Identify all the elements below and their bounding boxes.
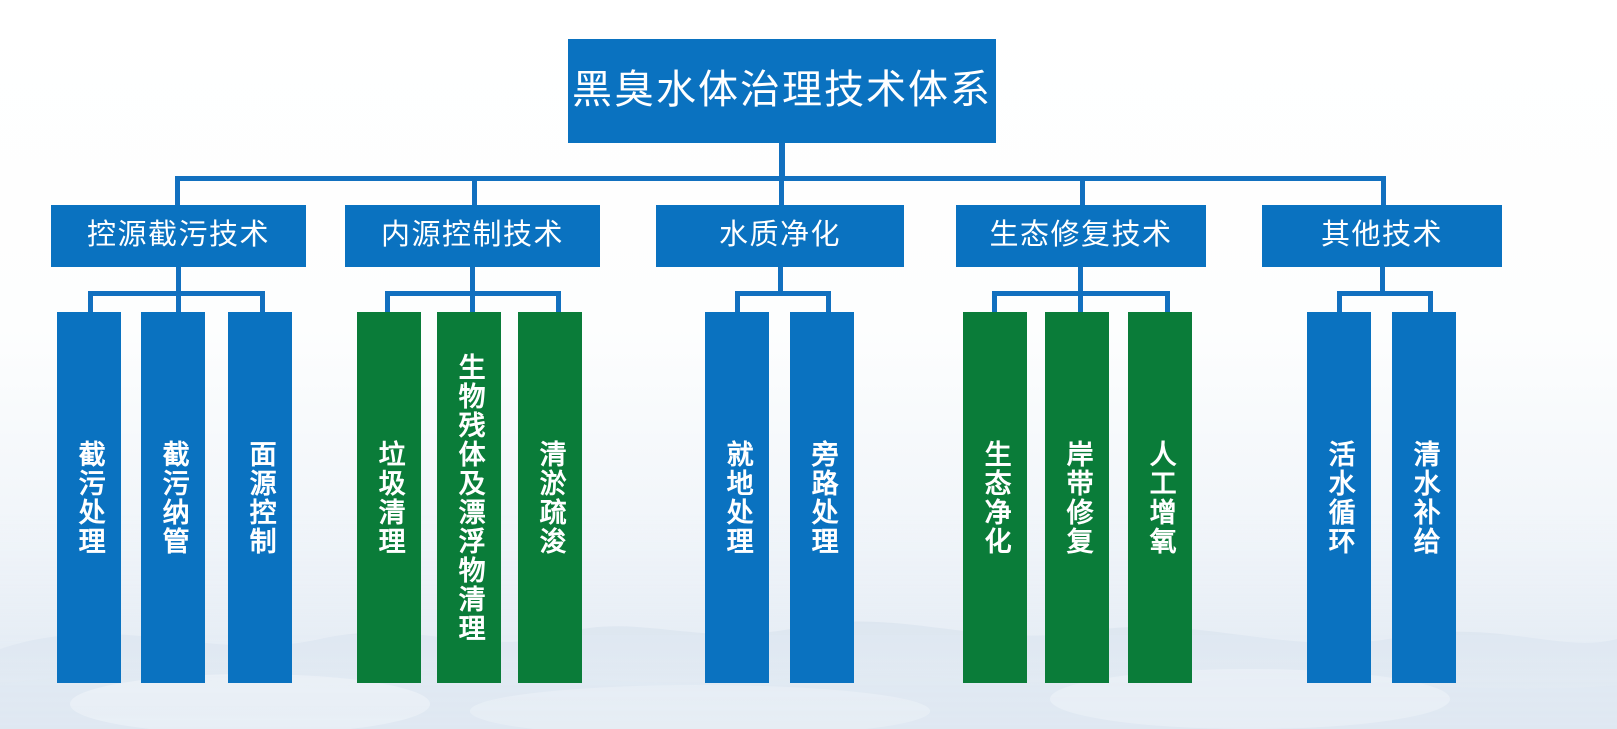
leaf-node-1-1[interactable]: 截污处理 [57,312,121,683]
leaf-node-4-3[interactable]: 人工增氧 [1128,312,1192,683]
category-node-1[interactable]: 控源截污技术 [51,205,306,267]
connector-cat5-leg-1 [1337,291,1342,313]
connector-cat5-leg-2 [1428,291,1433,313]
connector-cat1-leg-3 [260,291,265,313]
connector-cat3-bus [735,291,831,296]
connector-root-stem [779,143,785,179]
connector-cat3-leg-1 [735,291,740,313]
leaf-node-5-1[interactable]: 活水循环 [1307,312,1371,683]
connector-cat1-leg-1 [88,291,93,313]
connector-cat4-leg-3 [1165,291,1170,313]
leaf-node-1-3[interactable]: 面源控制 [228,312,292,683]
connector-drop-4 [1080,176,1085,206]
connector-cat2-stem [470,267,475,295]
connector-cat2-leg-2 [470,291,475,313]
category-node-3[interactable]: 水质净化 [656,205,904,267]
root-node[interactable]: 黑臭水体治理技术体系 [568,39,996,143]
connector-cat1-stem [176,267,181,295]
connector-cat4-stem [1078,267,1083,295]
connector-cat4-leg-1 [992,291,997,313]
connector-drop-3 [779,176,784,206]
connector-cat5-stem [1380,267,1385,295]
category-node-4[interactable]: 生态修复技术 [956,205,1206,267]
category-node-5[interactable]: 其他技术 [1262,205,1502,267]
leaf-node-5-2[interactable]: 清水补给 [1392,312,1456,683]
leaf-node-1-2[interactable]: 截污纳管 [141,312,205,683]
leaf-node-2-1[interactable]: 垃圾清理 [357,312,421,683]
leaf-node-2-2[interactable]: 生物残体及漂浮物清理 [437,312,501,683]
connector-drop-2 [472,176,477,206]
connector-cat2-leg-3 [556,291,561,313]
connector-cat4-leg-2 [1078,291,1083,313]
category-node-2[interactable]: 内源控制技术 [345,205,600,267]
connector-cat1-leg-2 [176,291,181,313]
connector-drop-5 [1381,176,1386,206]
connector-cat2-leg-1 [385,291,390,313]
leaf-node-4-2[interactable]: 岸带修复 [1045,312,1109,683]
leaf-node-3-2[interactable]: 旁路处理 [790,312,854,683]
leaf-node-3-1[interactable]: 就地处理 [705,312,769,683]
connector-cat5-bus [1337,291,1433,296]
leaf-node-2-3[interactable]: 清淤疏浚 [518,312,582,683]
leaf-node-4-1[interactable]: 生态净化 [963,312,1027,683]
connector-cat3-stem [778,267,783,295]
connector-drop-1 [175,176,180,206]
connector-cat3-leg-2 [826,291,831,313]
